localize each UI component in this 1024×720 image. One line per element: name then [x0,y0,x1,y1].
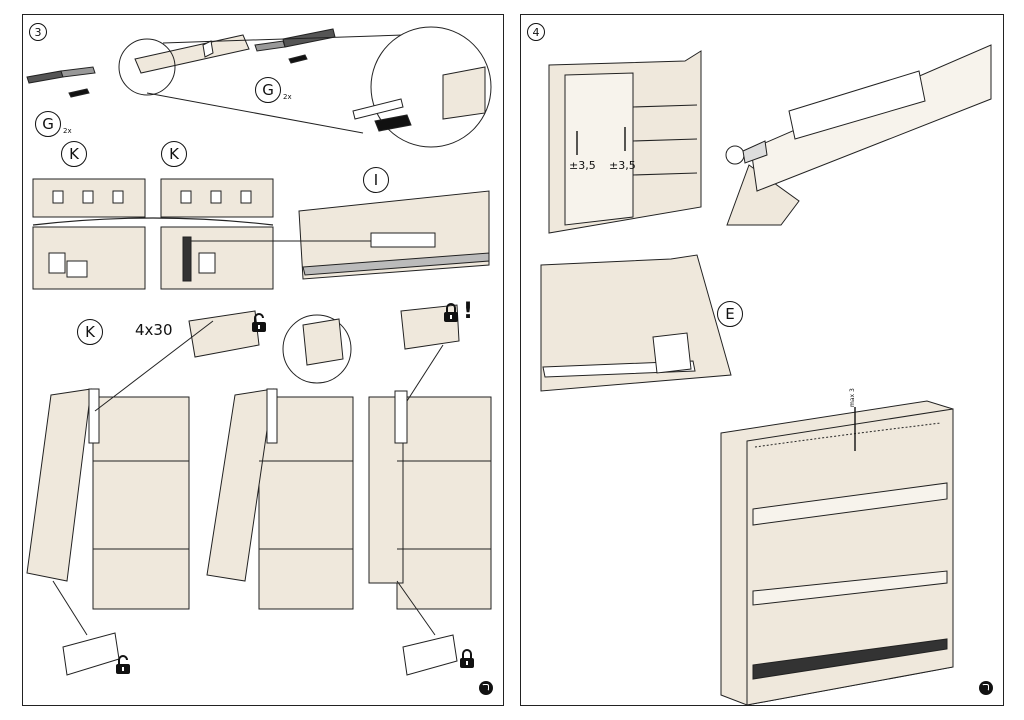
wall-bracket [726,164,800,226]
sliding-door [564,72,634,226]
adjust-label-right: ±3,5 [609,159,636,172]
gap-label: max 3 [849,388,856,407]
connector-right [254,40,286,52]
callout-g-left: G [35,111,61,137]
rod-left [26,70,64,84]
push-arrow-large [374,114,412,132]
door-1-tilted [26,388,92,582]
step-number-4: 4 [527,23,545,41]
padlock-open-icon [252,313,266,332]
magnifier-small [118,38,176,96]
bottom-guide-closed [402,634,458,676]
callout-k-top-left: K [61,141,87,167]
step-number-3: 3 [29,23,47,41]
stopper-e [652,332,692,374]
cabinet-3 [396,396,492,610]
callout-k-bottom: K [77,319,103,345]
step-3-panel: 3 G 2x G 2x K K K I 4x30 ! [22,14,504,706]
step-4-illustration [540,44,992,706]
runner-open [188,310,260,358]
rail-end-detail [442,66,486,120]
bottom-guide-open [62,632,120,676]
padlock-closed-icon [460,649,474,668]
continue-arrow-icon [979,681,993,695]
padlock-closed-icon [444,303,458,322]
rail-detail [750,44,992,192]
attention-mark: ! [463,299,474,324]
adjust-label-left: ±3,5 [569,159,596,172]
door-2-tilted [206,388,274,582]
cabinet-1 [92,396,190,610]
callout-g-right: G [255,77,281,103]
step-4-panel: 4 ±3,5 ±3,5 E max 3 [520,14,1004,706]
callout-g-left-qty: 2x [63,127,72,135]
padlock-open-icon [116,655,130,674]
callout-k-top-right: K [161,141,187,167]
screw-spec-label: 4x30 [135,321,173,339]
continue-arrow-icon [479,681,493,695]
step-3-illustration [26,26,492,676]
callout-i: I [363,167,389,193]
connector-left [60,66,96,78]
callout-e: E [717,301,743,327]
callout-g-right-qty: 2x [283,93,292,101]
k-detail-box-4 [160,226,274,290]
label-strip [370,232,436,248]
